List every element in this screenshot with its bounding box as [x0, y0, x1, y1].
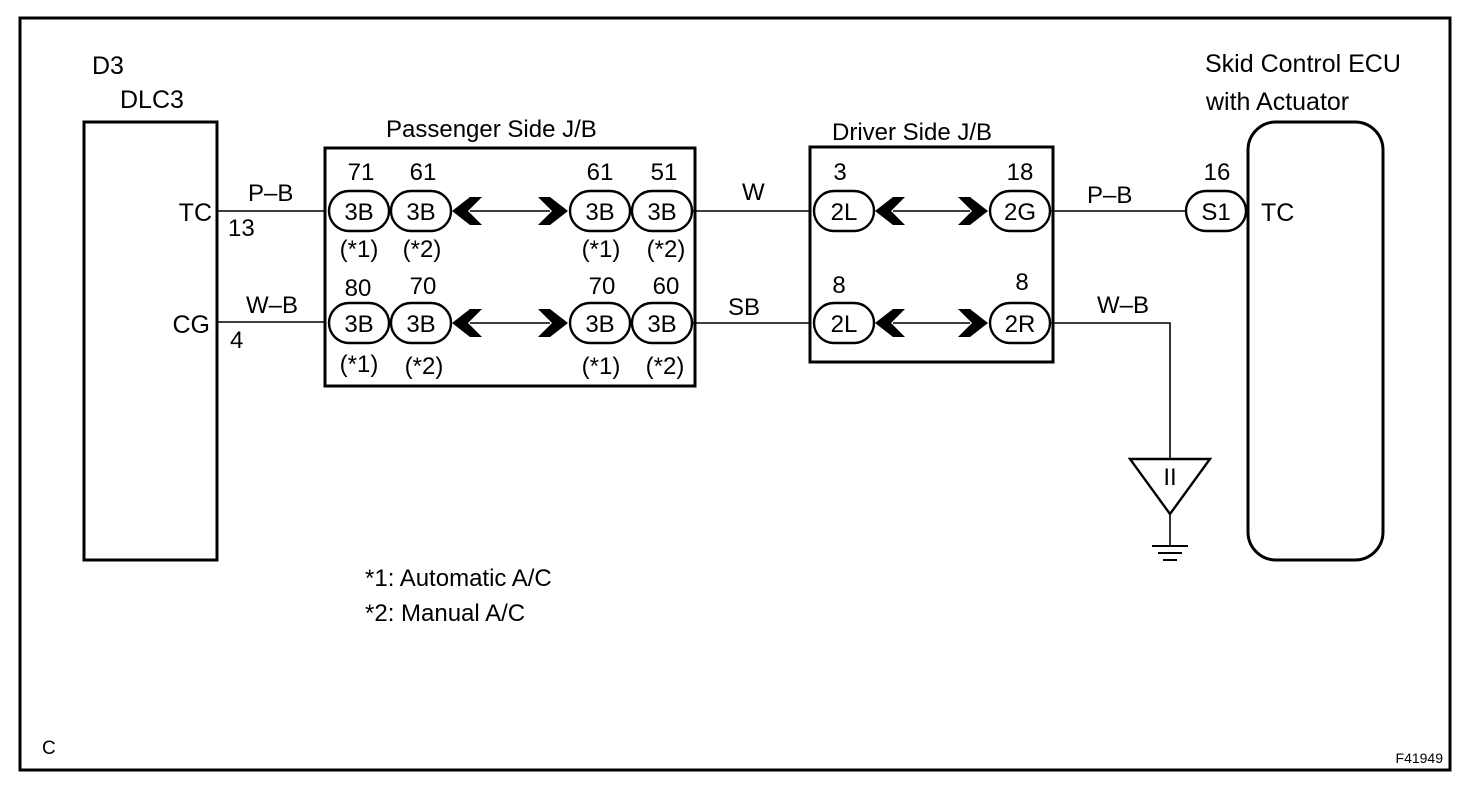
pjb-bottom-connector-1	[327, 301, 391, 345]
pjb-bottom-pin-2: 70	[410, 273, 437, 300]
djb-bottom-left-connector	[812, 301, 876, 345]
diagram-frame	[18, 16, 1452, 772]
dlc3-pin-cg: CG	[173, 311, 211, 339]
pjb-top-connector-4-label: 3B	[647, 199, 676, 226]
pjb-bottom-pin-4: 60	[653, 273, 680, 300]
pjb-bottom-connector-3	[568, 301, 632, 345]
djb-top-right-arrow-icon	[958, 197, 988, 225]
wire-label-ecu-tc: P–B	[1087, 182, 1132, 209]
ecu-box	[1246, 120, 1385, 562]
djb-top-left-connector	[812, 189, 876, 233]
dlc3-pin-tc-number: 13	[228, 215, 255, 242]
pjb-top-pin-3: 61	[587, 159, 614, 186]
pjb-top-connector-1	[327, 189, 391, 233]
djb-bottom-right-arrow-icon	[958, 309, 988, 337]
djb-top-left-arrow-icon	[875, 197, 905, 225]
passenger-jb-box	[323, 146, 697, 388]
pjb-top-connector-2-label: 3B	[406, 199, 435, 226]
pjb-top-note-4: (*2)	[647, 236, 686, 263]
pjb-bottom-connector-2	[389, 301, 453, 345]
dlc3-connector-box	[82, 120, 219, 562]
pjb-top-right-arrow-icon	[538, 197, 568, 225]
dlc3-pin-cg-number: 4	[230, 327, 243, 354]
pjb-top-connector-1-label: 3B	[344, 199, 373, 226]
pjb-bottom-connector-3-label: 3B	[585, 311, 614, 338]
ecu-connector	[1184, 189, 1248, 233]
ecu-name-line1: Skid Control ECU	[1205, 50, 1401, 78]
wire-label-dlc-tc: P–B	[248, 180, 293, 207]
pjb-top-note-1: (*1)	[340, 236, 379, 263]
djb-top-left-connector-label: 2L	[831, 199, 858, 226]
pjb-top-note-3: (*1)	[582, 236, 621, 263]
wire-label-ground: W–B	[1097, 292, 1149, 319]
pjb-bottom-pin-1: 80	[345, 275, 372, 302]
djb-top-right-connector-label: 2G	[1004, 199, 1036, 226]
ecu-pin-number: 16	[1204, 159, 1231, 186]
pjb-bottom-connector-1-label: 3B	[344, 311, 373, 338]
djb-bottom-right-pin: 8	[1015, 269, 1028, 296]
wire-label-jb-bottom: SB	[728, 294, 760, 321]
pjb-bottom-connector-4-label: 3B	[647, 311, 676, 338]
passenger-jb-title: Passenger Side J/B	[386, 116, 597, 143]
ecu-name-line2: with Actuator	[1205, 88, 1349, 116]
djb-bottom-left-connector-label: 2L	[831, 311, 858, 338]
ecu-pin-tc: TC	[1261, 199, 1294, 227]
wire-ground	[1050, 322, 1171, 460]
pjb-top-connector-3-label: 3B	[585, 199, 614, 226]
pjb-top-left-arrow-icon	[452, 197, 482, 225]
djb-bottom-left-arrow-icon	[875, 309, 905, 337]
pjb-top-note-2: (*2)	[403, 236, 442, 263]
ground-point-triangle	[1127, 457, 1213, 517]
pjb-bottom-connector-2-label: 3B	[406, 311, 435, 338]
dlc3-name: DLC3	[120, 86, 184, 114]
pjb-bottom-right-arrow-icon	[538, 309, 568, 337]
dlc3-pin-tc: TC	[179, 199, 212, 227]
driver-jb-title: Driver Side J/B	[832, 119, 992, 146]
pjb-bottom-note-2: (*2)	[405, 353, 444, 380]
pjb-top-connector-2	[389, 189, 453, 233]
ground-point-label: II	[1163, 464, 1176, 491]
pjb-top-connector-3	[568, 189, 632, 233]
dlc3-code: D3	[92, 52, 124, 80]
wire-label-jb-top: W	[742, 179, 765, 206]
legend-line-2: *2: Manual A/C	[365, 600, 525, 627]
pjb-bottom-left-arrow-icon	[452, 309, 482, 337]
pjb-bottom-note-3: (*1)	[582, 353, 621, 380]
djb-top-left-pin: 3	[833, 159, 846, 186]
pjb-top-pin-2: 61	[410, 159, 437, 186]
wire-label-dlc-cg: W–B	[246, 292, 298, 319]
figure-id: F41949	[1396, 750, 1444, 766]
djb-bottom-left-pin: 8	[832, 272, 845, 299]
pjb-bottom-note-4: (*2)	[646, 353, 685, 380]
djb-bottom-right-connector-label: 2R	[1005, 311, 1036, 338]
pjb-bottom-note-1: (*1)	[340, 351, 379, 378]
djb-top-right-pin: 18	[1007, 159, 1034, 186]
legend-line-1: *1: Automatic A/C	[365, 565, 552, 592]
ecu-connector-label: S1	[1201, 199, 1230, 226]
pjb-bottom-pin-3: 70	[589, 273, 616, 300]
pjb-top-pin-4: 51	[651, 159, 678, 186]
corner-letter: C	[42, 738, 56, 759]
pjb-top-pin-1: 71	[348, 159, 375, 186]
